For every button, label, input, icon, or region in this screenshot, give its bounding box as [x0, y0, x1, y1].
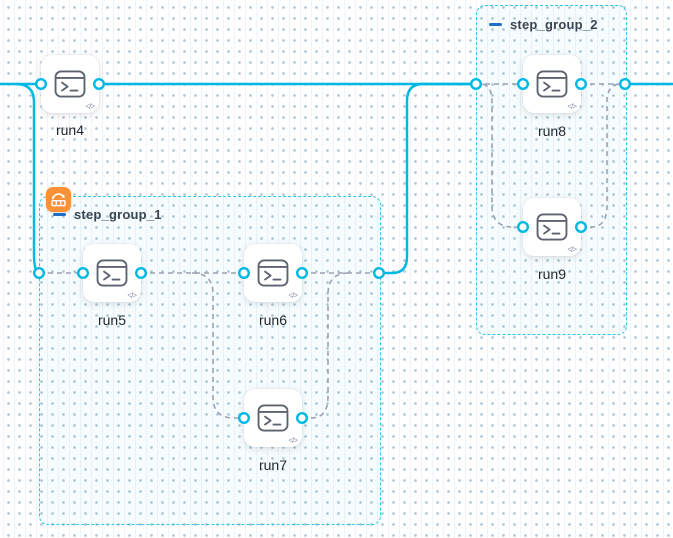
edge-run5-to-run7[interactable] [191, 272, 244, 419]
code-icon: </> [85, 102, 95, 111]
port-group2-out[interactable] [619, 77, 632, 90]
step-group-2-container[interactable]: step_group_2 [476, 5, 627, 335]
port-run7-out[interactable] [296, 412, 309, 425]
step-node-run6[interactable]: </> [244, 244, 302, 302]
terminal-icon [536, 213, 568, 241]
step-node-run7[interactable]: </> [244, 389, 302, 447]
edge-entry-to-group1[interactable] [15, 82, 40, 275]
step-group-2-header: step_group_2 [489, 17, 598, 32]
step-group-1-container[interactable]: step_group_1 [39, 196, 381, 525]
edge-run9-to-group2-out[interactable] [581, 83, 620, 228]
step-node-run8[interactable]: </> [523, 55, 581, 113]
port-run4-in[interactable] [35, 77, 48, 90]
port-group1-out[interactable] [373, 267, 386, 280]
step-group-2-label[interactable]: step_group_2 [510, 17, 598, 32]
step-label-run5: run5 [97, 312, 127, 328]
edge-group2-in-to-run9[interactable] [482, 83, 523, 228]
code-icon: </> [288, 436, 298, 445]
step-label-run9: run9 [537, 266, 567, 282]
port-run6-out[interactable] [296, 267, 309, 280]
terminal-icon [54, 70, 86, 98]
terminal-icon [257, 259, 289, 287]
step-label-run4: run4 [55, 122, 85, 138]
code-icon: </> [127, 291, 137, 300]
looping-strategy-icon[interactable] [46, 187, 71, 212]
step-node-run9[interactable]: </> [523, 198, 581, 256]
terminal-icon [536, 70, 568, 98]
step-label-run7: run7 [258, 457, 288, 473]
step-group-1-header: step_group_1 [53, 207, 162, 222]
step-label-run6: run6 [258, 312, 288, 328]
terminal-icon [96, 259, 128, 287]
port-run9-out[interactable] [575, 220, 588, 233]
port-run9-in[interactable] [517, 220, 530, 233]
port-group2-in[interactable] [470, 77, 483, 90]
terminal-icon [257, 404, 289, 432]
port-run8-out[interactable] [575, 77, 588, 90]
code-icon: </> [567, 102, 577, 111]
step-node-run5[interactable]: </> [83, 244, 141, 302]
port-run5-out[interactable] [134, 267, 147, 280]
code-icon: </> [288, 291, 298, 300]
collapse-minus-icon[interactable] [489, 23, 502, 26]
port-run6-in[interactable] [237, 267, 250, 280]
step-label-run8: run8 [537, 123, 567, 139]
port-run8-in[interactable] [517, 77, 530, 90]
port-group1-in[interactable] [33, 267, 46, 280]
port-run5-in[interactable] [76, 267, 89, 280]
step-group-1-label[interactable]: step_group_1 [74, 207, 162, 222]
edge-group1-to-group2[interactable] [379, 82, 476, 275]
code-icon: </> [567, 245, 577, 254]
port-run7-in[interactable] [237, 412, 250, 425]
step-node-run4[interactable]: </> [41, 55, 99, 113]
port-run4-out[interactable] [92, 77, 105, 90]
edge-run7-to-group1-out[interactable] [302, 272, 350, 419]
looping-strategy-glyph [51, 193, 66, 207]
collapse-minus-icon[interactable] [53, 213, 66, 216]
